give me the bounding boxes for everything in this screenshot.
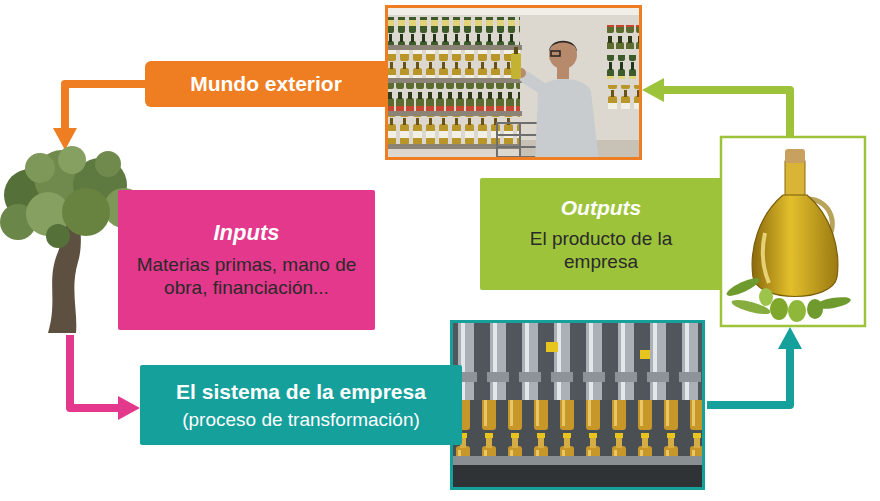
stage-heading: El sistema de la empresa (176, 379, 426, 405)
stage-heading: Outputs (561, 195, 641, 221)
machine-part (546, 342, 558, 352)
flow-arrow (656, 90, 790, 136)
far-shelf (607, 85, 642, 109)
process-stage: Mundo exterior (145, 5, 642, 162)
photo-frame (387, 7, 641, 159)
stage-box: InputsMaterias primas, mano de obra, fin… (118, 190, 375, 330)
shelf-row (385, 50, 520, 78)
stage-body: (proceso de transformación) (182, 408, 420, 431)
flow-arrow (70, 335, 126, 408)
process-stage: El sistema de la empresa (proceso de tran… (140, 318, 707, 492)
flow-arrow (707, 341, 790, 405)
stage-body: Materias primas, mano de obra, financiac… (130, 253, 363, 299)
stage-heading: Inputs (214, 220, 280, 247)
conveyor (450, 456, 705, 465)
shelf-row (385, 83, 520, 111)
shelf-board (385, 111, 522, 116)
machine-base (450, 465, 705, 490)
stage-body: El producto de la empresa (506, 227, 696, 273)
stage-heading: Mundo exterior (190, 71, 342, 97)
stage-box: Mundo exterior (145, 61, 387, 107)
machine-part (640, 350, 650, 359)
olive-oil-photo (721, 137, 865, 326)
shelf-row (385, 116, 520, 144)
olive-sprig (725, 275, 852, 322)
far-shelf (607, 55, 642, 79)
shopper-figure (511, 41, 599, 160)
stage-box: Outputs El producto de la empresa (480, 178, 722, 290)
shelf-board (385, 45, 522, 50)
flow-arrow (65, 84, 145, 136)
oil-jug (752, 149, 838, 297)
process-stage: InputsMaterias primas, mano de obra, fin… (0, 150, 377, 335)
photo-background (385, 5, 642, 160)
shelf-row (385, 17, 520, 45)
bottling-line-photo (450, 320, 705, 490)
stage-box: El sistema de la empresa (proceso de tran… (140, 365, 462, 445)
process-stage: Outputs El producto de la empresa (480, 136, 866, 327)
far-shelf (607, 25, 642, 49)
photo-frame (452, 322, 704, 489)
photo-background (450, 320, 705, 490)
photo-background (721, 137, 865, 326)
shopper-photo (385, 5, 642, 161)
bottle-row (450, 400, 705, 456)
shelf-board (385, 78, 522, 83)
machinery (450, 320, 705, 400)
